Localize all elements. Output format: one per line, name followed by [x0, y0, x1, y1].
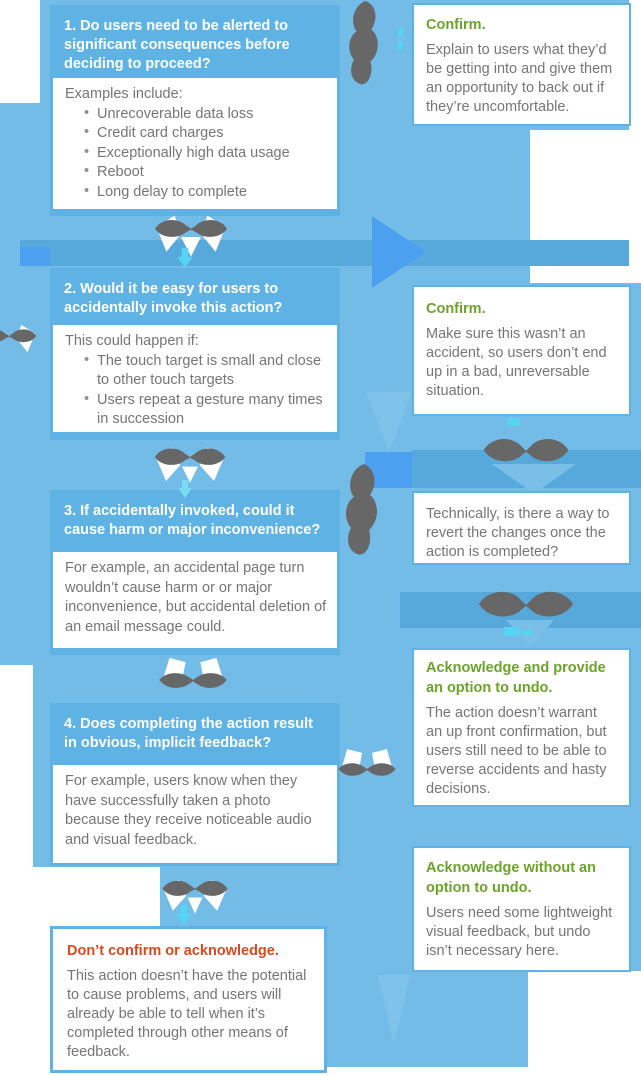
cyan-dash-shape	[504, 627, 519, 636]
question-2-title: 2. Would it be easy for users to acciden…	[64, 281, 283, 316]
cyan-down-arrow-icon	[177, 248, 193, 268]
outcome-body: Make sure this wasn’t an accident, so us…	[426, 326, 607, 399]
cyan-dash-shape	[398, 41, 403, 50]
connector-blob-icon	[345, 464, 377, 555]
question-card-3: 3. If accidentally invoked, could it cau…	[50, 490, 340, 655]
question-4-example-box: For example, users know when they have s…	[53, 765, 337, 863]
connector-blob-icon	[154, 215, 228, 257]
bullet-item: Unrecoverable data loss	[83, 104, 329, 125]
down-arrow-shape	[492, 464, 576, 494]
bullet-item: Exceptionally high data usage	[83, 143, 329, 164]
down-arrow-shape	[378, 975, 410, 1045]
outcome-heading: Confirm.	[426, 301, 486, 317]
question-card-4: 4. Does completing the action result in …	[50, 703, 340, 866]
bg-accent-shape	[20, 247, 50, 266]
bg-band-shape	[20, 240, 629, 266]
question-1-examples-box: Examples include: Unrecoverable data los…	[53, 78, 337, 209]
question-4-body: For example, users know when they have s…	[65, 773, 312, 848]
outcome-acknowledge-no-undo-box: Acknowledge without an option to undo. U…	[412, 846, 631, 972]
cyan-down-arrow-icon	[178, 480, 192, 498]
question-1-bullet-list: Unrecoverable data loss Credit card char…	[71, 104, 329, 203]
down-arrow-shape	[366, 392, 412, 452]
connector-blob-icon	[159, 657, 227, 688]
cyan-dash-shape	[521, 630, 533, 635]
outcome-body: Technically, is there a way to revert th…	[426, 506, 610, 560]
cyan-dash-shape	[398, 28, 403, 37]
connector-blob-icon	[162, 879, 228, 914]
outcome-heading: Acknowledge and provide an option to und…	[426, 660, 606, 696]
question-1-intro: Examples include:	[65, 86, 183, 102]
bullet-item: Users repeat a gesture many times in suc…	[83, 390, 329, 430]
question-2-examples-box: This could happen if: The touch target i…	[53, 325, 337, 432]
question-1-title: 1. Do users need to be alerted to signif…	[64, 18, 290, 72]
connector-blob-icon	[349, 0, 378, 85]
question-3-example-box: For example, an accidental page turn wou…	[53, 552, 337, 648]
cyan-down-arrow-icon	[176, 905, 192, 925]
question-4-title: 4. Does completing the action result in …	[64, 716, 313, 751]
outcome-confirm-1-box: Confirm. Explain to users what they’d be…	[412, 3, 631, 126]
outcome-dont-confirm-box: Don’t confirm or acknowledge. This actio…	[50, 926, 327, 1073]
cyan-dash-shape	[507, 418, 520, 426]
question-3-body: For example, an accidental page turn wou…	[65, 560, 327, 635]
outcome-confirm-2-box: Confirm. Make sure this wasn’t an accide…	[412, 285, 631, 416]
bg-shape	[326, 971, 528, 1067]
question-card-2: 2. Would it be easy for users to acciden…	[50, 268, 340, 440]
question-2-intro: This could happen if:	[65, 333, 199, 349]
connector-blob-icon	[483, 439, 569, 462]
bullet-item: Long delay to complete	[83, 182, 329, 203]
revert-question-box: Technically, is there a way to revert th…	[412, 491, 631, 565]
outcome-body: The action doesn’t warrant an up front c…	[426, 705, 607, 797]
question-card-1: 1. Do users need to be alerted to signif…	[50, 5, 340, 216]
connector-blob-icon	[338, 749, 396, 776]
bullet-item: Reboot	[83, 162, 329, 183]
bg-arrowhead-shape	[372, 216, 426, 288]
bullet-item: The touch target is small and close to o…	[83, 351, 329, 391]
outcome-body: Explain to users what they’d be getting …	[426, 42, 613, 115]
outcome-heading: Don’t confirm or acknowledge.	[67, 943, 279, 959]
outcome-body: Users need some lightweight visual feedb…	[426, 905, 613, 959]
bullet-item: Credit card charges	[83, 123, 329, 144]
connector-blob-icon	[154, 447, 226, 483]
outcome-heading: Confirm.	[426, 17, 486, 33]
connector-blob-icon	[479, 591, 573, 617]
outcome-body: This action doesn’t have the potential t…	[67, 968, 307, 1060]
question-2-bullet-list: The touch target is small and close to o…	[71, 351, 329, 430]
outcome-acknowledge-undo-box: Acknowledge and provide an option to und…	[412, 648, 631, 807]
question-3-title: 3. If accidentally invoked, could it cau…	[64, 503, 321, 538]
outcome-heading: Acknowledge without an option to undo.	[426, 860, 596, 896]
connector-blob-icon	[0, 324, 37, 353]
